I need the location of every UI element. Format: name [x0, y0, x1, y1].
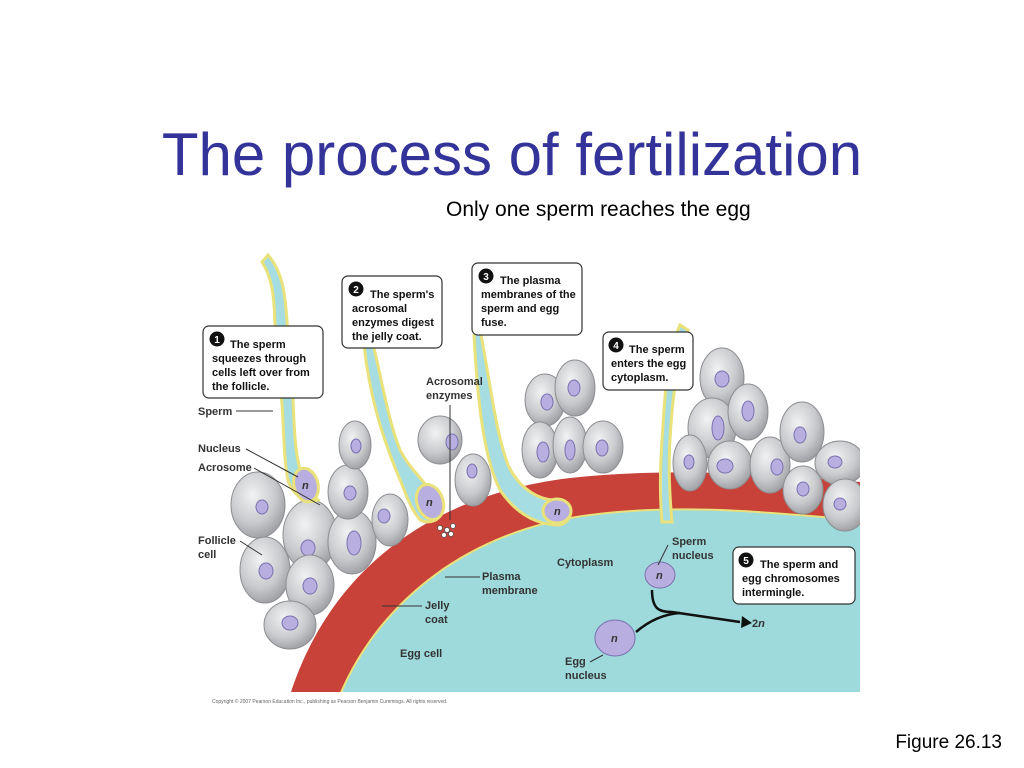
copyright-notice: Copyright © 2007 Pearson Education Inc.,…	[212, 698, 447, 705]
egg-nucleus	[594, 619, 636, 657]
sperm-2	[362, 337, 456, 538]
label-jelly-coat-2: coat	[425, 614, 448, 626]
step-3-line-2: membranes of the	[481, 289, 576, 301]
label-sperm-nucleus-1: Sperm	[672, 536, 706, 548]
step-1-number: 1	[214, 335, 220, 346]
label-plasma-membrane-1: Plasma	[482, 571, 521, 583]
step-1-callout: 1 The sperm squeezes through cells left …	[202, 325, 324, 399]
label-acrosome: Acrosome	[198, 462, 252, 474]
step-4-number: 4	[613, 341, 619, 352]
diploid-label: 2n	[752, 618, 765, 630]
step-1-line-4: the follicle.	[212, 381, 269, 393]
n-label-1: n	[302, 480, 309, 492]
step-5-badge	[738, 552, 754, 568]
label-jelly-coat-1: Jelly	[425, 600, 450, 612]
jelly-coat	[291, 472, 860, 692]
step-5-line-2: egg chromosomes	[742, 573, 840, 585]
step-3-number: 3	[483, 272, 489, 283]
step-1-line-1: The sperm	[230, 339, 286, 351]
step-1-badge	[209, 331, 225, 347]
merge-arrow	[650, 589, 741, 624]
step-2-line-4: the jelly coat.	[352, 331, 422, 343]
n-label-4: n	[656, 570, 663, 582]
egg-cytoplasm	[341, 509, 860, 692]
step-5-callout: 5 The sperm and egg chromosomes intermin…	[732, 546, 856, 605]
figure-reference: Figure 26.13	[895, 732, 1002, 753]
label-follicle-cell-2: cell	[198, 549, 216, 561]
step-3-line-4: fuse.	[481, 317, 507, 329]
step-2-line-2: acrosomal	[352, 303, 407, 315]
label-plasma-membrane-2: membrane	[482, 585, 538, 597]
n-label-3: n	[554, 506, 561, 518]
step-2-callout: 2 The sperm's acrosomal enzymes digest t…	[341, 275, 443, 349]
slide-subtitle: Only one sperm reaches the egg	[446, 198, 751, 221]
step-3-line-3: sperm and egg	[481, 303, 559, 315]
label-sperm: Sperm	[198, 406, 232, 418]
label-acrosomal-2: enzymes	[426, 390, 472, 402]
label-sperm-nucleus-2: nucleus	[672, 550, 714, 562]
label-egg-cell: Egg cell	[400, 648, 442, 660]
label-cytoplasm: Cytoplasm	[557, 557, 613, 569]
n-label-2: n	[426, 497, 433, 509]
arrow-head	[741, 616, 752, 628]
n-label-5: n	[611, 633, 618, 645]
step-5-line-3: intermingle.	[742, 587, 804, 599]
step-4-callout: 4 The sperm enters the egg cytoplasm.	[602, 331, 694, 391]
step-4-line-2: enters the egg	[611, 358, 686, 370]
step-2-line-3: enzymes digest	[352, 317, 434, 329]
merge-arrow-line-2	[635, 611, 681, 633]
label-egg-nucleus-1: Egg	[565, 656, 586, 668]
step-4-badge	[608, 337, 624, 353]
label-follicle-cell-1: Follicle	[198, 535, 236, 547]
step-1-line-2: squeezes through	[212, 353, 306, 365]
slide-title: The process of fertilization	[161, 121, 863, 188]
step-1-line-3: cells left over from	[212, 367, 310, 379]
step-3-badge	[478, 268, 494, 284]
step-4-line-1: The sperm	[629, 344, 685, 356]
plasma-membrane	[340, 508, 860, 692]
step-2-line-1: The sperm's	[370, 289, 434, 301]
follicle-cells	[230, 347, 860, 650]
step-5-line-1: The sperm and	[760, 559, 838, 571]
step-2-badge	[348, 281, 364, 297]
step-5-number: 5	[743, 556, 749, 567]
label-acrosomal-1: Acrosomal	[426, 376, 483, 388]
step-2-number: 2	[353, 285, 359, 296]
label-nucleus: Nucleus	[198, 443, 241, 455]
leader-lines	[236, 405, 669, 663]
step-3-line-1: The plasma	[500, 275, 561, 287]
step-3-callout: 3 The plasma membranes of the sperm and …	[471, 262, 583, 336]
label-egg-nucleus-2: nucleus	[565, 670, 607, 682]
sperm-3	[472, 327, 573, 527]
step-4-line-3: cytoplasm.	[611, 372, 668, 384]
